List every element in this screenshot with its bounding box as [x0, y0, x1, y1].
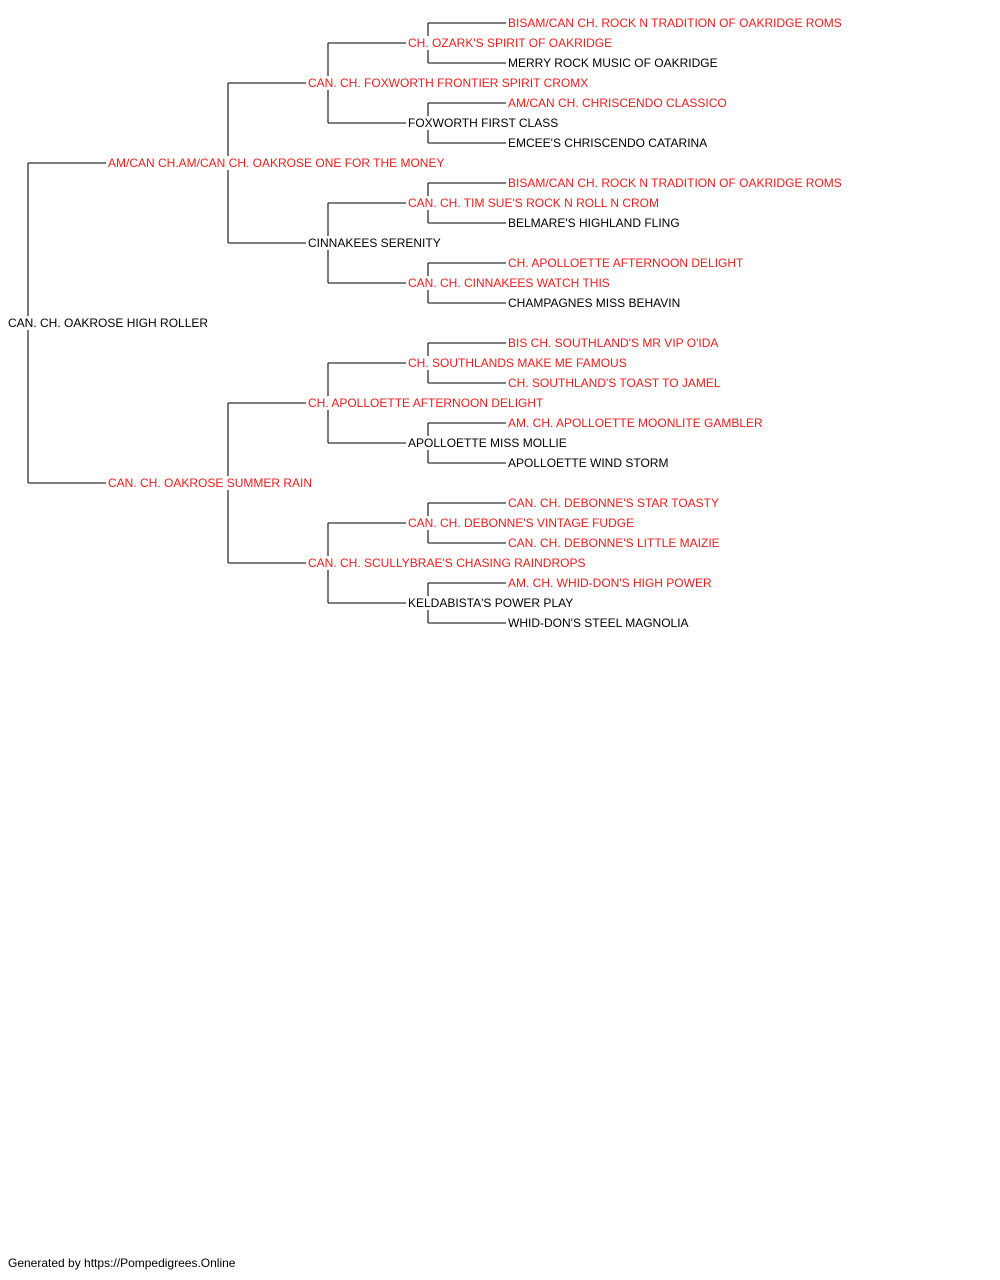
dog-name-gen-1: CAN. CH. OAKROSE SUMMER RAIN — [108, 476, 312, 490]
dog-name-gen-3: KELDABISTA'S POWER PLAY — [408, 596, 573, 610]
dog-name-gen-2: CH. APOLLOETTE AFTERNOON DELIGHT — [308, 396, 544, 410]
dog-name-gen-3: FOXWORTH FIRST CLASS — [408, 116, 558, 130]
dog-name-gen-0: CAN. CH. OAKROSE HIGH ROLLER — [8, 316, 208, 330]
generated-by-footer: Generated by https://Pompedigrees.Online — [8, 1256, 236, 1270]
dog-name-gen-4: CAN. CH. DEBONNE'S STAR TOASTY — [508, 496, 719, 510]
dog-name-gen-4: BISAM/CAN CH. ROCK N TRADITION OF OAKRID… — [508, 16, 842, 30]
dog-name-gen-4: MERRY ROCK MUSIC OF OAKRIDGE — [508, 56, 718, 70]
dog-name-gen-4: AM. CH. WHID-DON'S HIGH POWER — [508, 576, 712, 590]
dog-name-gen-4: EMCEE'S CHRISCENDO CATARINA — [508, 136, 707, 150]
dog-name-gen-3: CAN. CH. CINNAKEES WATCH THIS — [408, 276, 610, 290]
dog-name-gen-3: CAN. CH. DEBONNE'S VINTAGE FUDGE — [408, 516, 634, 530]
dog-name-gen-4: CH. SOUTHLAND'S TOAST TO JAMEL — [508, 376, 721, 390]
dog-name-gen-3: CAN. CH. TIM SUE'S ROCK N ROLL N CROM — [408, 196, 659, 210]
dog-name-gen-4: CAN. CH. DEBONNE'S LITTLE MAIZIE — [508, 536, 720, 550]
dog-name-gen-4: AM/CAN CH. CHRISCENDO CLASSICO — [508, 96, 727, 110]
dog-name-gen-4: BELMARE'S HIGHLAND FLING — [508, 216, 680, 230]
dog-name-gen-1: AM/CAN CH.AM/CAN CH. OAKROSE ONE FOR THE… — [108, 156, 444, 170]
dog-name-gen-3: APOLLOETTE MISS MOLLIE — [408, 436, 567, 450]
dog-name-gen-2: CINNAKEES SERENITY — [308, 236, 441, 250]
dog-name-gen-3: CH. OZARK'S SPIRIT OF OAKRIDGE — [408, 36, 612, 50]
dog-name-gen-4: WHID-DON'S STEEL MAGNOLIA — [508, 616, 689, 630]
dog-name-gen-4: CH. APOLLOETTE AFTERNOON DELIGHT — [508, 256, 744, 270]
dog-name-gen-3: CH. SOUTHLANDS MAKE ME FAMOUS — [408, 356, 627, 370]
dog-name-gen-4: APOLLOETTE WIND STORM — [508, 456, 668, 470]
dog-name-gen-4: CHAMPAGNES MISS BEHAVIN — [508, 296, 680, 310]
dog-name-gen-4: BIS CH. SOUTHLAND'S MR VIP O'IDA — [508, 336, 718, 350]
dog-name-gen-4: AM. CH. APOLLOETTE MOONLITE GAMBLER — [508, 416, 763, 430]
dog-name-gen-2: CAN. CH. SCULLYBRAE'S CHASING RAINDROPS — [308, 556, 585, 570]
dog-name-gen-4: BISAM/CAN CH. ROCK N TRADITION OF OAKRID… — [508, 176, 842, 190]
dog-name-gen-2: CAN. CH. FOXWORTH FRONTIER SPIRIT CROMX — [308, 76, 588, 90]
